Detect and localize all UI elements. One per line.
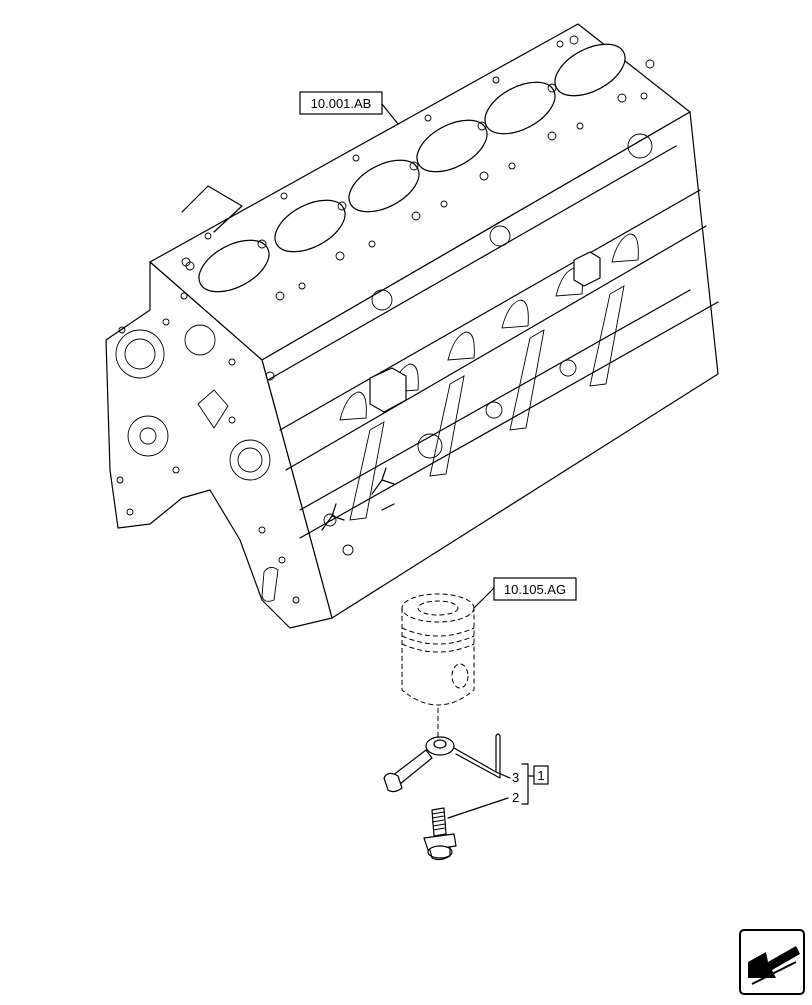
deck-holes xyxy=(185,35,655,301)
front-face-details xyxy=(115,257,300,604)
reference-text: 10.001.AB xyxy=(311,96,372,111)
kit-callout-box[interactable]: 1 xyxy=(533,765,549,785)
callout-2[interactable]: 2 xyxy=(512,790,519,805)
bolt-part[interactable] xyxy=(423,807,457,861)
block-nozzles xyxy=(321,467,395,531)
callout-leaders xyxy=(447,763,535,819)
reference-label-piston[interactable]: 10.105.AG xyxy=(473,577,577,609)
cooling-nozzle-part[interactable] xyxy=(383,733,501,793)
reference-label-engine-block[interactable]: 10.001.AB xyxy=(299,91,399,125)
callout-1: 1 xyxy=(537,768,544,783)
callout-3[interactable]: 3 xyxy=(512,770,519,785)
crankcase-ribs xyxy=(267,133,707,556)
arrow-return-icon[interactable] xyxy=(739,929,805,995)
engine-block-illustration xyxy=(105,23,719,629)
piston-illustration xyxy=(401,593,475,738)
reference-text: 10.105.AG xyxy=(504,582,566,597)
